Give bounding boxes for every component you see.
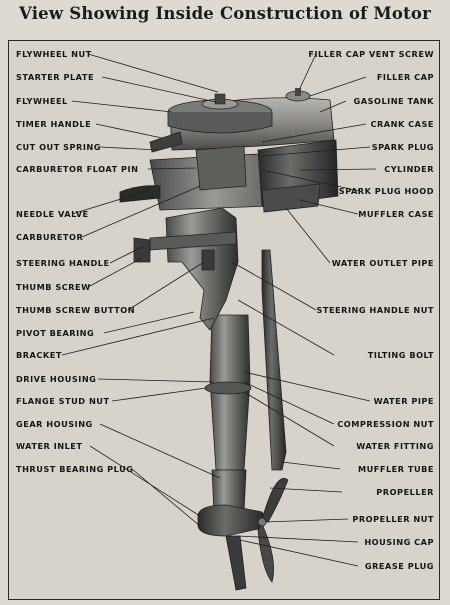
- label-propeller: PROPELLER: [376, 487, 434, 497]
- diagram-title: View Showing Inside Construction of Moto…: [19, 4, 431, 23]
- label-thumb-screw-button: THUMB SCREW BUTTON: [16, 305, 136, 315]
- label-housing-cap: HOUSING CAP: [364, 537, 434, 547]
- label-filler-cap-vent-screw: FILLER CAP VENT SCREW: [308, 49, 434, 59]
- label-steering-handle-nut: STEERING HANDLE NUT: [316, 305, 434, 315]
- label-flange-stud-nut: FLANGE STUD NUT: [16, 396, 110, 406]
- label-propeller-nut: PROPELLER NUT: [352, 514, 434, 524]
- label-needle-valve: NEEDLE VALVE: [16, 209, 89, 219]
- label-spark-plug-hood: SPARK PLUG HOOD: [338, 186, 434, 196]
- label-flywheel: FLYWHEEL: [16, 96, 68, 106]
- label-carburetor: CARBURETOR: [16, 232, 84, 242]
- label-muffler-tube: MUFFLER TUBE: [357, 464, 434, 474]
- carburetor-shape: [195, 145, 247, 191]
- torpedo-shape: [197, 504, 266, 537]
- label-bracket: BRACKET: [16, 350, 62, 360]
- label-filler-cap: FILLER CAP: [376, 72, 434, 82]
- skeg-shape: [225, 535, 247, 591]
- label-cut-out-spring: CUT OUT SPRING: [16, 142, 101, 152]
- label-grease-plug: GREASE PLUG: [364, 561, 434, 571]
- label-timer-handle: TIMER HANDLE: [16, 119, 92, 129]
- label-compression-nut: COMPRESSION NUT: [337, 419, 434, 429]
- label-water-inlet: WATER INLET: [16, 441, 83, 451]
- label-starter-plate: STARTER PLATE: [16, 72, 95, 82]
- label-muffler-case: MUFFLER CASE: [358, 209, 434, 219]
- label-cylinder: CYLINDER: [384, 164, 434, 174]
- label-tilting-bolt: TILTING BOLT: [367, 350, 434, 360]
- label-thrust-bearing-plug: THRUST BEARING PLUG: [16, 464, 134, 474]
- propeller-shape: [261, 478, 289, 523]
- label-water-fitting: WATER FITTING: [356, 441, 434, 451]
- muffler-tube-shape: [261, 249, 287, 471]
- label-drive-housing: DRIVE HOUSING: [16, 374, 97, 384]
- thumb-screw-shape: [133, 237, 151, 263]
- label-spark-plug: SPARK PLUG: [371, 142, 434, 152]
- label-crank-case: CRANK CASE: [370, 119, 434, 129]
- label-gasoline-tank: GASOLINE TANK: [353, 96, 434, 106]
- label-steering-handle: STEERING HANDLE: [16, 258, 110, 268]
- label-pivot-bearing: PIVOT BEARING: [16, 328, 95, 338]
- needle-valve-shape: [119, 185, 161, 203]
- label-carburetor-float-pin: CARBURETOR FLOAT PIN: [16, 164, 139, 174]
- label-thumb-screw: THUMB SCREW: [16, 282, 91, 292]
- label-gear-housing: GEAR HOUSING: [16, 419, 93, 429]
- muffler-case-shape: [261, 183, 321, 213]
- label-water-outlet-pipe: WATER OUTLET PIPE: [331, 258, 434, 268]
- label-flywheel-nut: FLYWHEEL NUT: [16, 49, 92, 59]
- leader-lines: [61, 53, 377, 567]
- label-water-pipe: WATER PIPE: [373, 396, 434, 406]
